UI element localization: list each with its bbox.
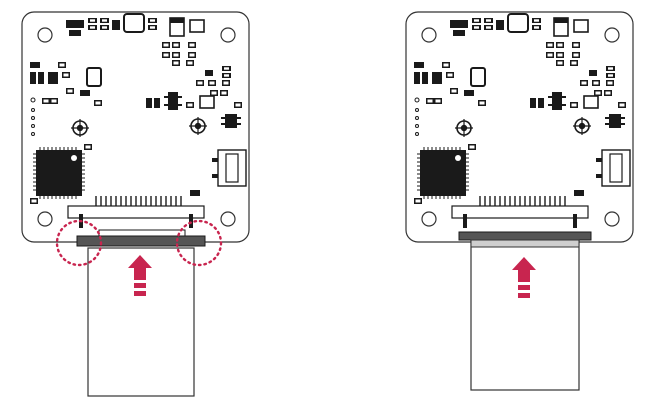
panel-after bbox=[405, 11, 634, 391]
connector-latch-bar bbox=[76, 235, 206, 247]
component-cluster-left bbox=[414, 62, 486, 136]
component-cluster-middle bbox=[146, 66, 242, 128]
side-connector bbox=[190, 149, 247, 196]
cable-contact-strip bbox=[470, 239, 580, 248]
push-up-arrow-icon bbox=[128, 255, 152, 296]
mounting-hole bbox=[37, 211, 53, 227]
mcu-chip bbox=[414, 144, 476, 204]
mounting-hole bbox=[421, 27, 437, 43]
mounting-hole bbox=[220, 211, 236, 227]
mounting-hole bbox=[220, 27, 236, 43]
connector-latch-bar bbox=[458, 231, 592, 241]
component-cluster-top bbox=[66, 13, 205, 66]
push-up-arrow-icon bbox=[512, 257, 536, 298]
fpc-connector bbox=[451, 196, 589, 228]
component-cluster-top bbox=[450, 13, 589, 66]
mounting-hole bbox=[604, 211, 620, 227]
component-cluster-left bbox=[30, 62, 102, 136]
side-connector bbox=[574, 149, 631, 196]
mounting-hole bbox=[604, 27, 620, 43]
callout-circle-right bbox=[175, 219, 223, 267]
callout-circle-left bbox=[55, 219, 103, 267]
mcu-chip bbox=[30, 144, 92, 204]
mounting-hole bbox=[37, 27, 53, 43]
cable-contact-strip bbox=[98, 229, 186, 237]
panel-before bbox=[21, 11, 250, 397]
mounting-hole bbox=[421, 211, 437, 227]
component-cluster-middle bbox=[530, 66, 626, 128]
